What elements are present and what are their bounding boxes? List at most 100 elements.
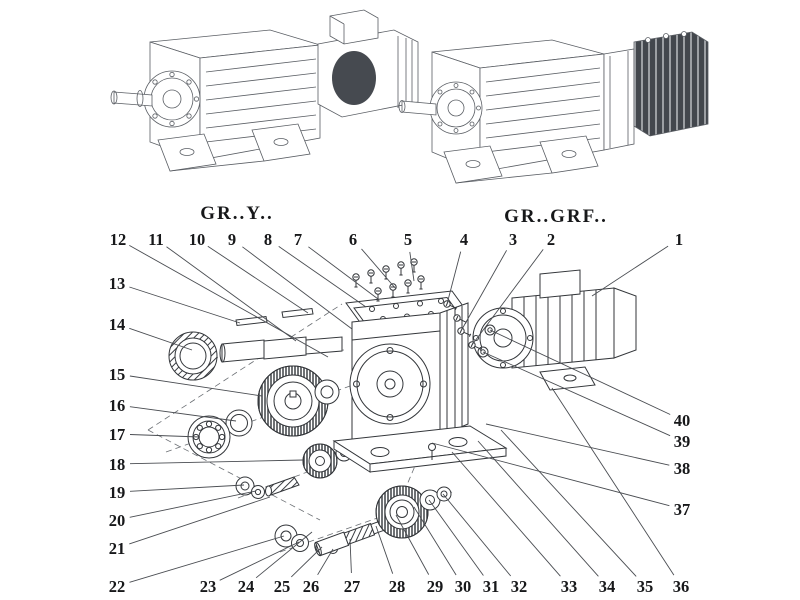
part-number-34: 34 — [599, 577, 616, 596]
part-number-2: 2 — [547, 230, 555, 249]
gr-grf-input-shaft — [398, 100, 437, 116]
pinion-washer-outer — [235, 476, 255, 496]
part-number-36: 36 — [673, 577, 690, 596]
gr-grf-mounting-feet — [443, 135, 599, 184]
base-bolt — [428, 443, 436, 460]
part-number-32: 32 — [511, 577, 528, 596]
leader-line-part-18 — [129, 459, 304, 465]
leader-line-part-31 — [428, 499, 484, 576]
motor-body — [511, 269, 637, 391]
leader-line-part-40 — [489, 329, 671, 415]
leader-line-part-32 — [442, 493, 512, 577]
leader-line-part-19 — [129, 484, 245, 492]
part-number-38: 38 — [674, 459, 691, 478]
part-number-8: 8 — [264, 230, 272, 249]
gr-y-input-shaft — [110, 90, 153, 107]
part-number-7: 7 — [294, 230, 302, 249]
leader-line-part-1 — [591, 245, 669, 297]
gearmotor-drawing-gr-y — [110, 9, 419, 172]
gear-washer — [314, 379, 340, 405]
leader-line-part-7 — [308, 246, 379, 300]
part-number-19: 19 — [109, 483, 126, 502]
part-number-18: 18 — [109, 455, 126, 474]
leader-line-part-8 — [278, 246, 367, 308]
shaft-key-2 — [281, 307, 314, 319]
part-number-25: 25 — [274, 577, 291, 596]
leader-line-part-20 — [129, 490, 257, 518]
part-number-31: 31 — [483, 577, 500, 596]
leader-line-part-34 — [477, 440, 599, 577]
gr-y-motor — [317, 9, 419, 118]
leader-line-part-25 — [290, 546, 323, 578]
shaft-key-1 — [235, 315, 268, 327]
leader-line-part-35 — [500, 429, 637, 577]
motor-foot — [539, 366, 596, 391]
part-number-23: 23 — [200, 577, 217, 596]
part-number-6: 6 — [349, 230, 357, 249]
part-number-29: 29 — [427, 577, 444, 596]
part-number-3: 3 — [509, 230, 517, 249]
output-retaining-ring — [436, 486, 452, 502]
part-number-39: 39 — [674, 432, 691, 451]
gr-y-mounting-feet — [157, 123, 311, 172]
output-gear — [375, 485, 429, 539]
gr-y-terminal-box — [329, 9, 379, 45]
leader-line-part-30 — [413, 506, 457, 576]
leader-lines — [129, 245, 675, 583]
gr-grf-adapter-flange — [603, 48, 635, 151]
part-number-21: 21 — [109, 539, 126, 558]
leader-line-part-17 — [129, 434, 201, 438]
part-number-14: 14 — [109, 315, 126, 334]
motor-flange — [472, 307, 534, 369]
part-number-27: 27 — [344, 577, 361, 596]
part-number-9: 9 — [228, 230, 236, 249]
part-number-4: 4 — [460, 230, 468, 249]
leader-line-part-23 — [219, 541, 300, 581]
part-number-1: 1 — [675, 230, 683, 249]
leader-line-part-14 — [129, 327, 193, 351]
part-number-13: 13 — [109, 274, 126, 293]
leader-line-part-3 — [460, 250, 507, 332]
spacer-ring — [225, 409, 253, 437]
leader-line-part-13 — [129, 286, 241, 324]
part-number-30: 30 — [455, 577, 472, 596]
part-number-35: 35 — [637, 577, 654, 596]
leader-line-part-38 — [485, 423, 670, 466]
part-number-20: 20 — [109, 511, 126, 530]
part-number-33: 33 — [561, 577, 578, 596]
leader-line-part-39 — [482, 351, 671, 437]
leader-line-part-26 — [317, 548, 334, 576]
gearbox-housing — [349, 302, 469, 447]
leader-line-part-15 — [129, 375, 263, 397]
leader-line-part-10 — [207, 245, 309, 314]
gr-y-motor-core — [332, 51, 376, 105]
leader-line-part-28 — [375, 525, 394, 574]
leader-line-part-21 — [129, 496, 271, 545]
gr-grf-ribbed-block — [633, 31, 709, 137]
exploded-view — [147, 258, 637, 557]
leader-line-part-27 — [349, 538, 352, 574]
part-number-5: 5 — [404, 230, 412, 249]
leader-line-part-16 — [129, 406, 237, 422]
part-number-15: 15 — [109, 365, 126, 384]
leader-line-part-37 — [431, 442, 670, 507]
leader-line-part-2 — [471, 249, 544, 346]
part-number-17: 17 — [109, 425, 126, 444]
gearmotor-drawing-gr-grf — [398, 31, 709, 184]
leader-line-part-9 — [242, 246, 353, 330]
leader-line-part-24 — [255, 531, 313, 579]
part-number-40: 40 — [674, 411, 691, 430]
part-number-12: 12 — [110, 230, 127, 249]
oil-seal-ring — [168, 331, 218, 381]
leader-line-part-12 — [129, 245, 329, 358]
leader-line-part-11 — [166, 246, 297, 342]
leader-line-part-4 — [446, 251, 462, 305]
part-number-24: 24 — [238, 577, 255, 596]
part-number-10: 10 — [189, 230, 206, 249]
part-number-16: 16 — [109, 396, 126, 415]
input-shaft — [219, 336, 343, 363]
leader-line-part-22 — [129, 535, 285, 583]
ball-bearing — [187, 415, 231, 459]
